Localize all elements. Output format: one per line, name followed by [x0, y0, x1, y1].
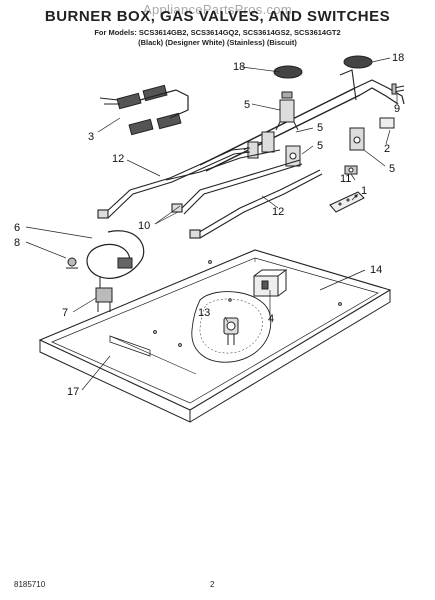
callout-14: 14: [370, 264, 382, 276]
callout-1: 1: [361, 185, 367, 197]
callout-17: 17: [67, 386, 79, 398]
gas-valve-small: [247, 141, 259, 159]
power-cord-part-6: [86, 230, 145, 292]
switch-part-4: [253, 269, 288, 297]
callout-11: 11: [340, 173, 351, 185]
diagram-title: BURNER BOX, GAS VALVES, AND SWITCHES: [44, 8, 391, 25]
screw-part-9: [391, 83, 405, 95]
burner-tubes: [97, 147, 323, 239]
callout-12-left: 12: [112, 153, 124, 165]
callout-18-left: 18: [233, 61, 245, 73]
document-number: 8185710: [14, 580, 46, 589]
knob-disc-right: [343, 55, 373, 69]
colors-line: (Black) (Designer White) (Stainless) (Bi…: [138, 38, 297, 47]
callout-leaders: [25, 57, 398, 391]
wire-harness-part-3: [99, 84, 189, 136]
callout-13: 13: [198, 307, 210, 319]
callout-2: 2: [384, 143, 390, 155]
callout-4: 4: [268, 313, 274, 325]
ground-screw-part-8: [66, 257, 78, 269]
callout-5-upper: 5: [244, 99, 250, 111]
callout-12-right: 12: [272, 206, 284, 218]
connector-part-7: [95, 287, 113, 312]
gas-valve-right: [349, 127, 365, 151]
callout-6: 6: [14, 222, 20, 234]
bracket-part-1: [329, 191, 365, 213]
callout-8: 8: [14, 237, 20, 249]
burner-box: [38, 249, 392, 423]
page-number: 2: [210, 580, 215, 589]
callout-9: 9: [394, 103, 400, 115]
watermark: AppliancePartsPros.com: [143, 2, 292, 17]
callout-5-right: 5: [389, 163, 395, 175]
callout-labels: 18 18 5 9 3 5 5 2 5 12 11 1 12 10 6 8 14…: [14, 52, 404, 398]
callout-5-middle-b: 5: [317, 140, 323, 152]
callout-3: 3: [88, 131, 94, 143]
callout-5-middle-a: 5: [317, 122, 323, 134]
callout-10: 10: [138, 220, 150, 232]
models-line: For Models: SCS3614GB2, SCS3614GQ2, SCS3…: [94, 28, 341, 37]
callout-18-right: 18: [392, 52, 404, 64]
callout-7: 7: [62, 307, 68, 319]
knob-disc-left: [273, 65, 303, 79]
gas-valve-upper: [275, 91, 299, 131]
burner-opening: [191, 291, 272, 363]
